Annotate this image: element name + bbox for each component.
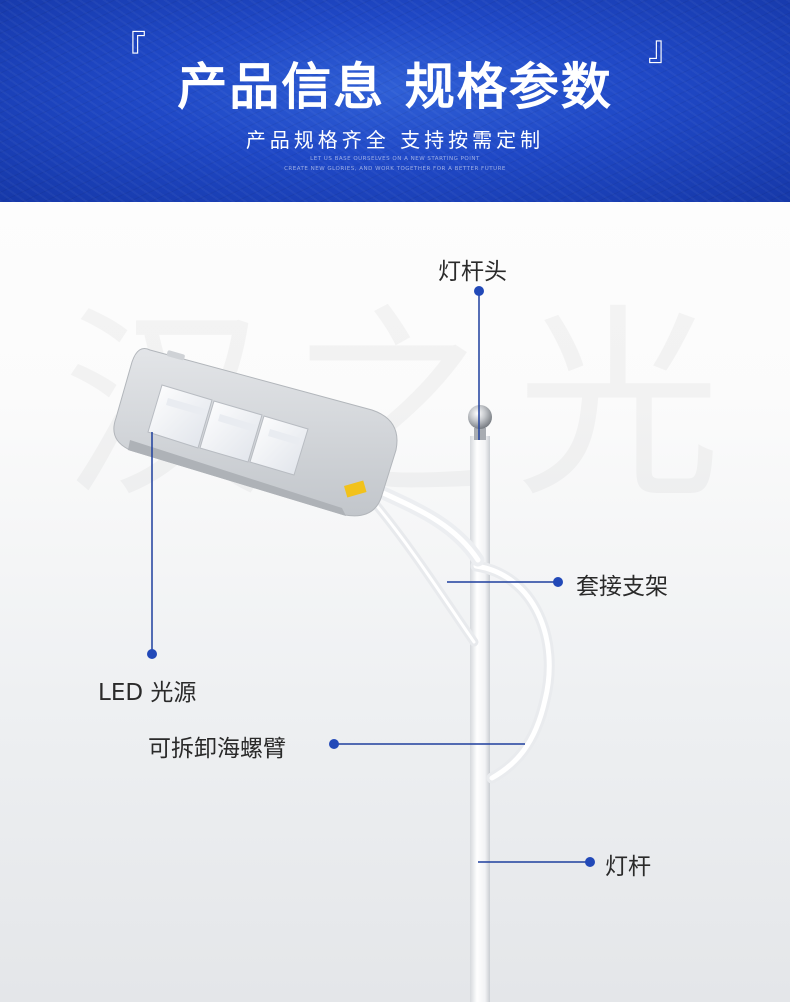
callout-dot-arm (329, 739, 339, 749)
pole-head (468, 405, 492, 440)
label-conch-arm: 可拆卸海螺臂 (148, 736, 286, 762)
banner-title: 产品信息 规格参数 (177, 58, 613, 116)
label-pole-head: 灯杆头 (438, 259, 507, 285)
led-lamp (113, 348, 398, 517)
led-modules (147, 384, 309, 476)
callout-dot-pole (585, 857, 595, 867)
banner-bracket-right: 』 (648, 29, 682, 69)
lamp-label-sticker (344, 480, 367, 498)
callout-dots (147, 286, 595, 867)
banner-english-line-1: LET US BASE OURSELVES ON A NEW STARTING … (310, 156, 480, 162)
callout-dot-pole-head (474, 286, 484, 296)
label-led-source: LED 光源 (98, 680, 197, 706)
header-banner: 『 』 产品信息 规格参数 产品规格齐全 支持按需定制 LET US BASE … (0, 0, 790, 202)
label-pole: 灯杆 (605, 854, 651, 880)
callout-dot-led-source (147, 649, 157, 659)
label-sleeve-bracket: 套接支架 (576, 574, 668, 600)
banner-subtitle: 产品规格齐全 支持按需定制 (245, 128, 545, 152)
pole (470, 436, 490, 1002)
callout-lines (151, 291, 588, 863)
banner-english-line-2: CREATE NEW GLORIES, AND WORK TOGETHER FO… (284, 166, 506, 172)
banner-bracket-left: 『 (112, 29, 146, 69)
callout-dot-sleeve-bracket (553, 577, 563, 587)
